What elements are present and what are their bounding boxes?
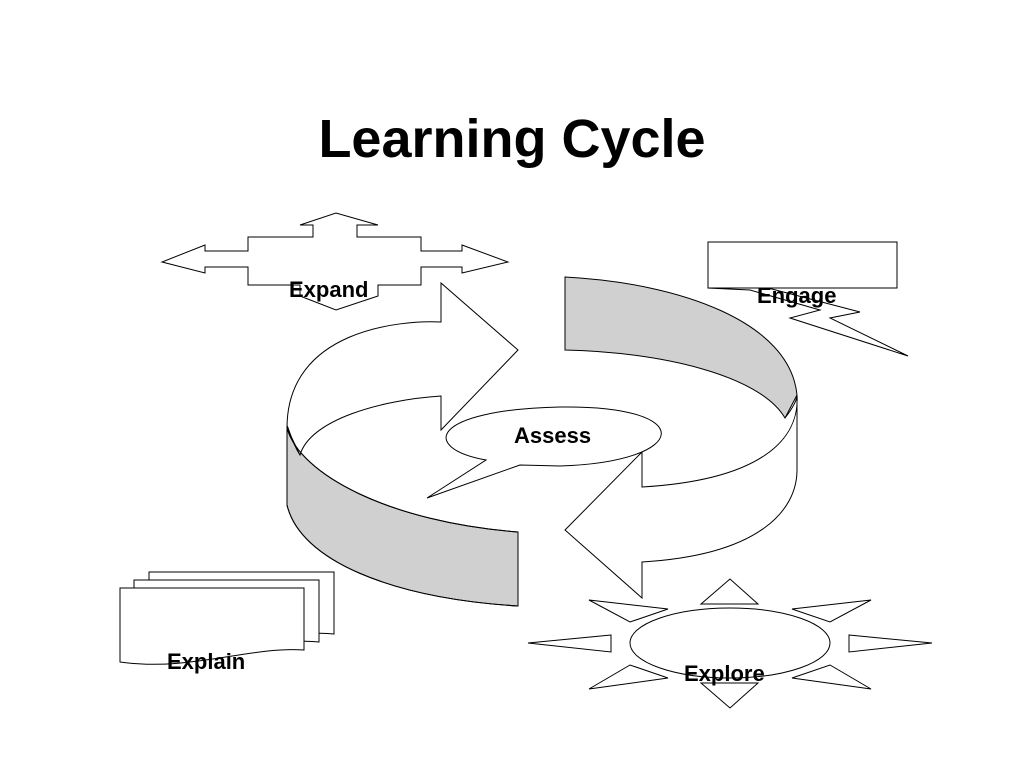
stage-label-expand: Expand (289, 277, 369, 302)
stage-label-explore: Explore (684, 661, 765, 686)
cycle-arrow-lower (286, 281, 519, 607)
explain-shape (119, 571, 335, 665)
expand-shape (160, 212, 510, 311)
stage-label-explain: Explain (167, 649, 246, 674)
cycle-arrow-upper (564, 276, 798, 600)
slide-title: Learning Cycle (318, 109, 706, 169)
stage-label-engage: Engage (757, 283, 837, 308)
stage-label-assess: Assess (514, 423, 592, 448)
explore-shape (527, 578, 933, 709)
engage-shape (707, 241, 909, 357)
assess-shape (426, 406, 662, 499)
